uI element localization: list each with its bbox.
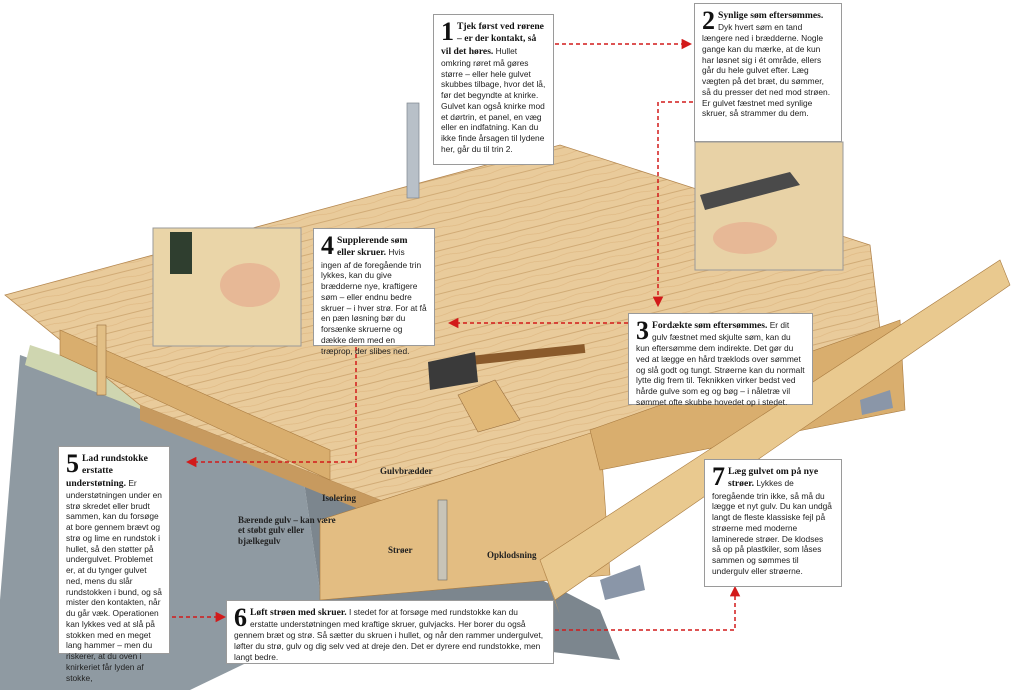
pipe — [406, 102, 420, 199]
joist-front — [319, 429, 611, 601]
step-2-title: Synlige søm eftersømmes. — [718, 10, 824, 21]
step-6-body: I stedet for at forsøge med rundstokke k… — [234, 607, 544, 662]
shim-1 — [600, 565, 645, 600]
step-1-number: 1 — [441, 17, 454, 46]
shim-2 — [860, 390, 893, 415]
wood-block — [457, 379, 521, 433]
step-2-number: 2 — [702, 6, 715, 35]
step-1-body: Hullet omkring røret må gøres større – e… — [441, 45, 546, 154]
step-6-number: 6 — [234, 603, 247, 632]
step-1-title: Tjek først ved rørene – er der kontakt, … — [441, 21, 544, 57]
step-3-title: Fordækte søm eftersømmes. — [652, 320, 768, 331]
step-7-title: Læg gulvet om på nye strøer. — [728, 466, 819, 490]
step-5-number: 5 — [66, 449, 79, 478]
label-gulvbraedder: Gulvbrædder — [380, 466, 433, 476]
laminated-joist-side — [540, 560, 560, 615]
step-2-body: Dyk hvert søm en tand længere ned i bræd… — [702, 22, 831, 119]
arrow-4-to-5 — [185, 347, 357, 468]
floor-jack-screw — [437, 499, 448, 581]
label-isolering: Isolering — [322, 493, 357, 503]
dowel — [96, 324, 107, 396]
leader-arrows — [172, 38, 741, 631]
step-3-body: Er dit gulv fæstnet med skjulte søm, kan… — [636, 320, 805, 407]
step-5-body: Er understøtningen under en strø skredet… — [66, 477, 162, 683]
hammer-head — [428, 352, 478, 390]
label-stroeer: Strøer — [388, 545, 413, 555]
step-4-body: Hvis ingen af de foregående trin lykkes,… — [321, 247, 427, 356]
step-3-number: 3 — [636, 316, 649, 345]
label-baerende-gulv: Bærende gulv – kan være et støbt gulv el… — [238, 515, 336, 546]
step-7-body: Lykkes de foregående trin ikke, så må du… — [712, 478, 832, 576]
step-6-title: Løft strøen med skruer. — [250, 607, 347, 618]
label-opklodsning: Opklodsning — [487, 550, 537, 560]
step-5-title: Lad rundstokke erstatte understøtning. — [66, 453, 148, 489]
joist-left — [59, 329, 331, 481]
step-4-title: Supplerende søm eller skruer. — [337, 235, 408, 259]
step-4-number: 4 — [321, 231, 334, 260]
arrow-2-to-3 — [652, 101, 693, 308]
hammer-handle — [470, 343, 586, 365]
arrow-6-to-7 — [555, 585, 741, 631]
floor-front-edge — [140, 405, 435, 540]
step-7-number: 7 — [712, 462, 725, 491]
